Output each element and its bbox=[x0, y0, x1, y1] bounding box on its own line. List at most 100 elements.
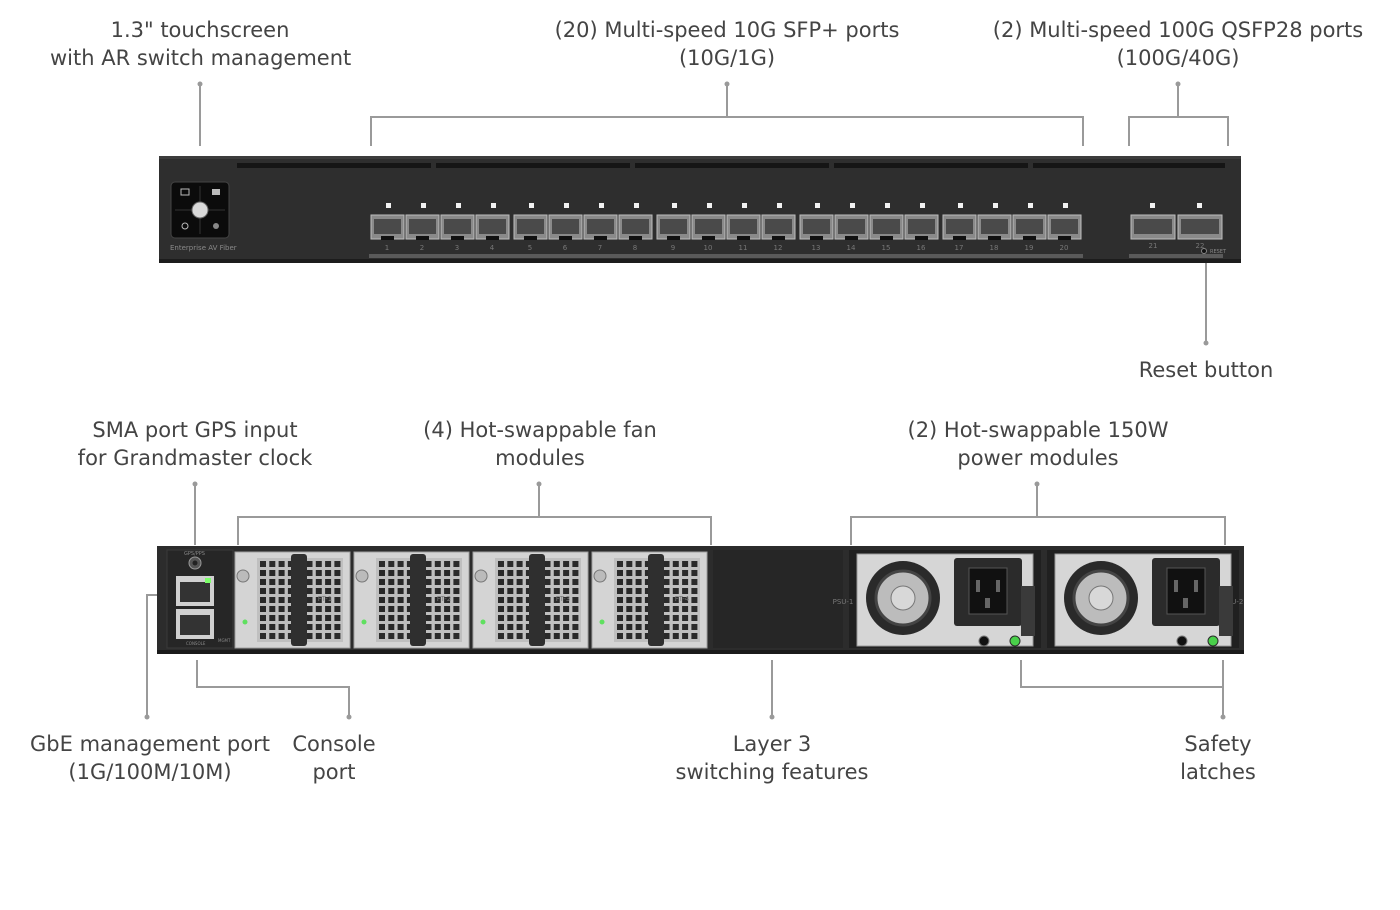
port-led bbox=[421, 203, 426, 208]
qsfp-port[interactable]: 22 bbox=[1177, 203, 1223, 250]
port-led bbox=[815, 203, 820, 208]
psu-module[interactable]: PSU-1 bbox=[833, 550, 1041, 648]
fan-label: FT-1 bbox=[318, 595, 333, 603]
callout-sfp-line2: (10G/1G) bbox=[678, 46, 776, 70]
sfp-port[interactable]: 13 bbox=[799, 203, 834, 252]
port-number: 17 bbox=[955, 244, 964, 252]
callout-console-line1: Console bbox=[292, 732, 376, 756]
fan-handle[interactable] bbox=[648, 554, 664, 646]
sfp-port[interactable]: 10 bbox=[691, 203, 726, 252]
sfp-port[interactable]: 8 bbox=[618, 203, 653, 252]
thumbscrew[interactable] bbox=[474, 569, 488, 583]
port-led bbox=[1063, 203, 1068, 208]
port-led bbox=[491, 203, 496, 208]
port-led bbox=[386, 203, 391, 208]
callout-touchscreen-line1: 1.3" touchscreen bbox=[110, 18, 290, 42]
safety-latch[interactable] bbox=[1021, 586, 1035, 636]
sfp-port[interactable]: 1 bbox=[370, 203, 405, 252]
callout-touchscreen-line2: with AR switch management bbox=[50, 46, 352, 70]
fan-label: FT-2 bbox=[437, 595, 452, 603]
fan-module[interactable]: FT-1 bbox=[234, 551, 351, 649]
psu-label: PSU-1 bbox=[833, 598, 854, 606]
sfp-port[interactable]: 4 bbox=[475, 203, 510, 252]
sfp-port[interactable]: 16 bbox=[904, 203, 939, 252]
callout-layer3-line2: switching features bbox=[675, 760, 869, 784]
thumbscrew[interactable] bbox=[593, 569, 607, 583]
callout-fans-line1: (4) Hot-swappable fan bbox=[423, 418, 657, 442]
psu-module[interactable]: PSU-2 bbox=[1047, 550, 1243, 648]
fan-handle[interactable] bbox=[291, 554, 307, 646]
port-number: 15 bbox=[882, 244, 891, 252]
port-number: 19 bbox=[1025, 244, 1034, 252]
callout-fans: (4) Hot-swappable fan modules bbox=[390, 416, 690, 472]
callout-sma: SMA port GPS input for Grandmaster clock bbox=[45, 416, 345, 472]
port-led bbox=[777, 203, 782, 208]
blank-panel bbox=[713, 550, 843, 648]
console-port[interactable] bbox=[176, 609, 214, 639]
qsfp-port[interactable]: 21 bbox=[1130, 203, 1176, 250]
fan-handle[interactable] bbox=[529, 554, 545, 646]
fan-module[interactable]: FT-4 bbox=[591, 551, 708, 649]
callout-mgmt-line1: GbE management port bbox=[30, 732, 270, 756]
mgmt-module: GPS/PPS CONSOLE MGMT bbox=[166, 549, 234, 649]
callout-reset: Reset button bbox=[1106, 356, 1306, 384]
port-number: 18 bbox=[990, 244, 999, 252]
port-led bbox=[529, 203, 534, 208]
port-led bbox=[1150, 203, 1155, 208]
port-led bbox=[1197, 203, 1202, 208]
sfp-port[interactable]: 9 bbox=[656, 203, 691, 252]
fan-led bbox=[242, 619, 248, 625]
sfp-port[interactable]: 6 bbox=[548, 203, 583, 252]
sfp-port[interactable]: 17 bbox=[942, 203, 977, 252]
port-number: 12 bbox=[774, 244, 783, 252]
port-number: 22 bbox=[1196, 242, 1205, 250]
callout-psu: (2) Hot-swappable 150W power modules bbox=[888, 416, 1188, 472]
port-led bbox=[958, 203, 963, 208]
port-number: 20 bbox=[1060, 244, 1069, 252]
port-number: 21 bbox=[1149, 242, 1158, 250]
callout-console: Console port bbox=[274, 730, 394, 786]
callout-console-line2: port bbox=[312, 760, 356, 784]
fan-module[interactable]: FT-2 bbox=[353, 551, 470, 649]
port-led bbox=[564, 203, 569, 208]
callout-qsfp-ports: (2) Multi-speed 100G QSFP28 ports (100G/… bbox=[978, 16, 1378, 72]
callout-layer3: Layer 3 switching features bbox=[652, 730, 892, 786]
sfp-port[interactable]: 19 bbox=[1012, 203, 1047, 252]
psu-led bbox=[1009, 635, 1021, 647]
callout-latches: Safety latches bbox=[1148, 730, 1288, 786]
thumbscrew[interactable] bbox=[355, 569, 369, 583]
port-number: 6 bbox=[563, 244, 568, 252]
sfp-port[interactable]: 7 bbox=[583, 203, 618, 252]
qsfp-port-group: 21 22 bbox=[1130, 203, 1223, 250]
callout-qsfp-line2: (100G/40G) bbox=[1116, 46, 1240, 70]
port-number: 14 bbox=[847, 244, 856, 252]
sfp-port[interactable]: 11 bbox=[726, 203, 761, 252]
reset-button[interactable] bbox=[1201, 248, 1207, 254]
sfp-port[interactable]: 5 bbox=[513, 203, 548, 252]
port-led bbox=[850, 203, 855, 208]
sfp-port[interactable]: 12 bbox=[761, 203, 796, 252]
callout-psu-line1: (2) Hot-swappable 150W bbox=[907, 418, 1169, 442]
sma-text: GPS/PPS bbox=[184, 551, 205, 557]
sfp-port[interactable]: 14 bbox=[834, 203, 869, 252]
port-number: 5 bbox=[528, 244, 532, 252]
console-text: CONSOLE bbox=[186, 641, 206, 646]
port-number: 13 bbox=[812, 244, 821, 252]
mgmt-port[interactable] bbox=[176, 576, 214, 606]
port-led bbox=[1028, 203, 1033, 208]
touchscreen[interactable] bbox=[170, 181, 230, 239]
thumbscrew[interactable] bbox=[236, 569, 250, 583]
safety-latch[interactable] bbox=[1219, 586, 1233, 636]
fan-handle[interactable] bbox=[410, 554, 426, 646]
sfp-port[interactable]: 3 bbox=[440, 203, 475, 252]
sfp-port[interactable]: 18 bbox=[977, 203, 1012, 252]
sfp-port[interactable]: 15 bbox=[869, 203, 904, 252]
port-led bbox=[885, 203, 890, 208]
sfp-port[interactable]: 2 bbox=[405, 203, 440, 252]
fan-module[interactable]: FT-3 bbox=[472, 551, 589, 649]
sfp-port[interactable]: 20 bbox=[1047, 203, 1082, 252]
port-number: 1 bbox=[385, 244, 389, 252]
